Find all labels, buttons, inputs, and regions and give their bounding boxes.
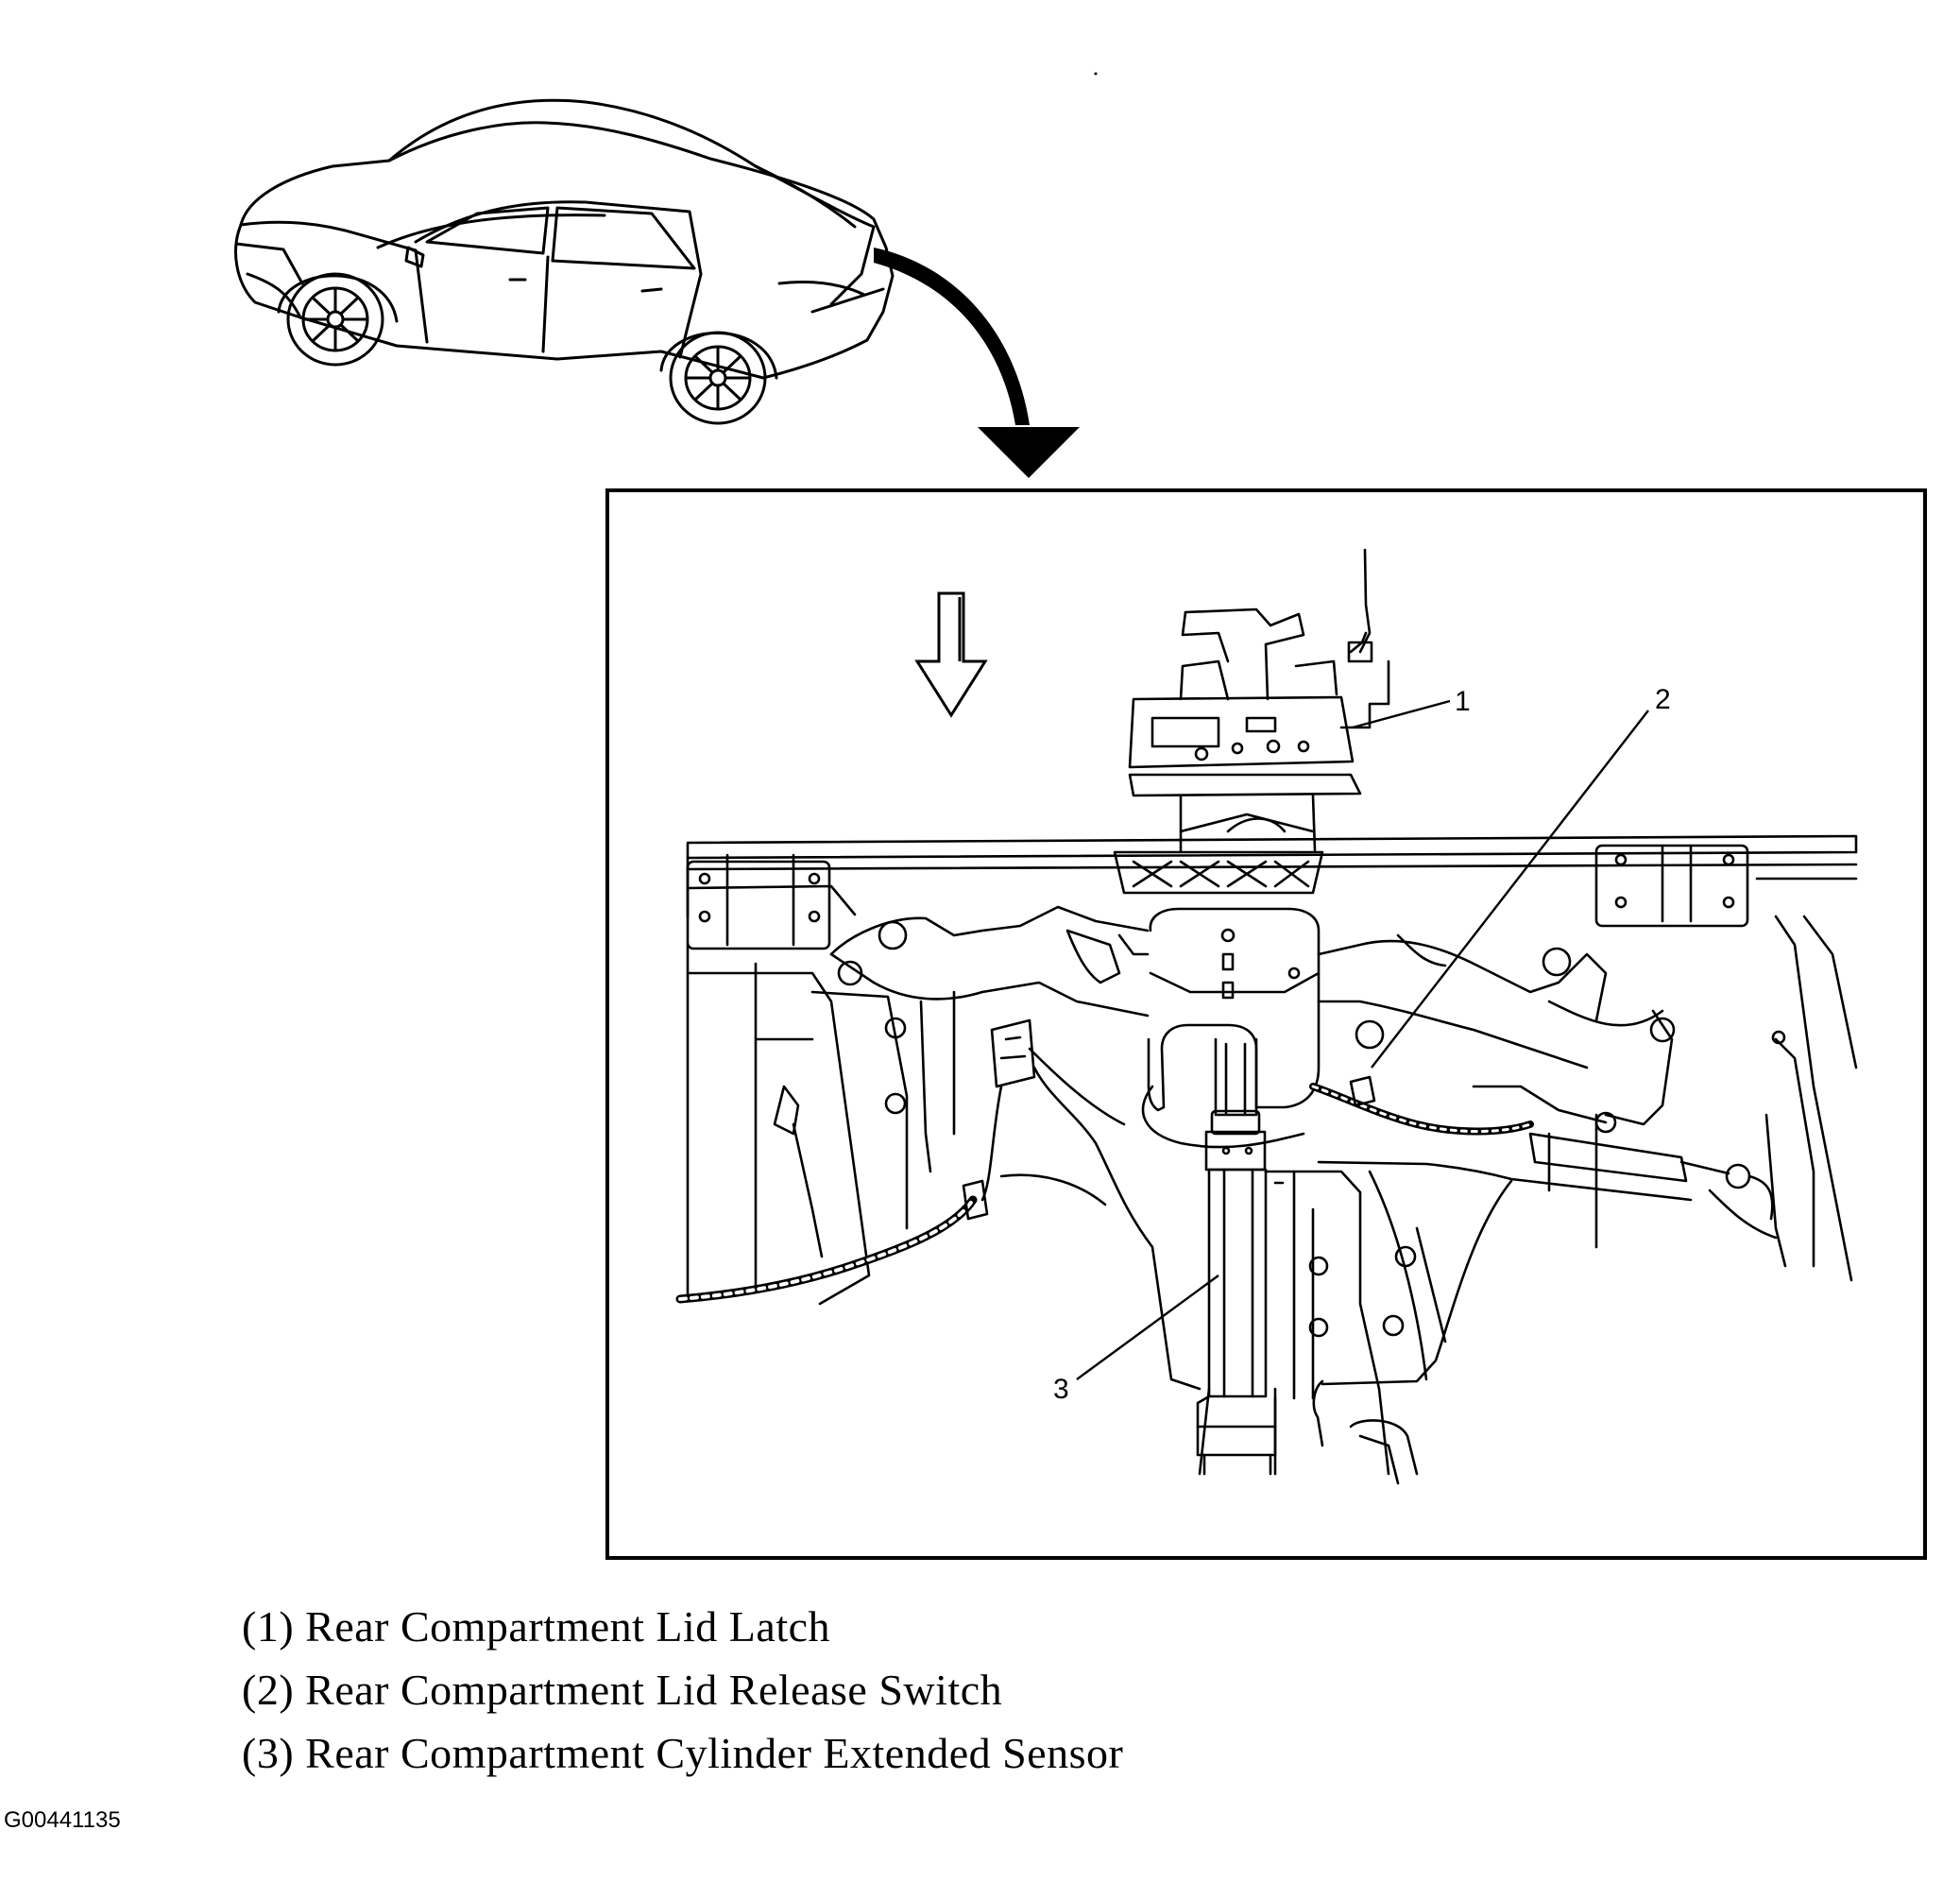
callout-legend: (1) Rear Compartment Lid Latch (2) Rear … — [242, 1595, 1123, 1785]
callout-2-number: 2 — [1655, 684, 1671, 715]
callout-1-number: 1 — [1455, 686, 1471, 717]
rear-compartment-assembly — [675, 548, 1858, 1485]
vehicle-icon — [234, 98, 895, 425]
callout-3: 3 — [1053, 1275, 1219, 1405]
location-arrow-icon — [874, 248, 1080, 478]
legend-item: (1) Rear Compartment Lid Latch — [242, 1602, 831, 1651]
cylinder-assembly — [1196, 1037, 1296, 1476]
latch-assembly — [1128, 548, 1390, 852]
legend-item: (2) Rear Compartment Lid Release Switch — [242, 1666, 1003, 1714]
dot-mark — [1094, 72, 1098, 76]
figure-id: G00441135 — [4, 1807, 121, 1833]
callout-1: 1 — [1352, 686, 1471, 729]
legend-item: (3) Rear Compartment Cylinder Extended S… — [242, 1729, 1124, 1777]
callout-3-number: 3 — [1053, 1374, 1069, 1405]
view-direction-arrow-icon — [914, 591, 988, 718]
detail-view-frame — [605, 488, 1927, 1560]
callout-2: 2 — [1371, 684, 1671, 1069]
